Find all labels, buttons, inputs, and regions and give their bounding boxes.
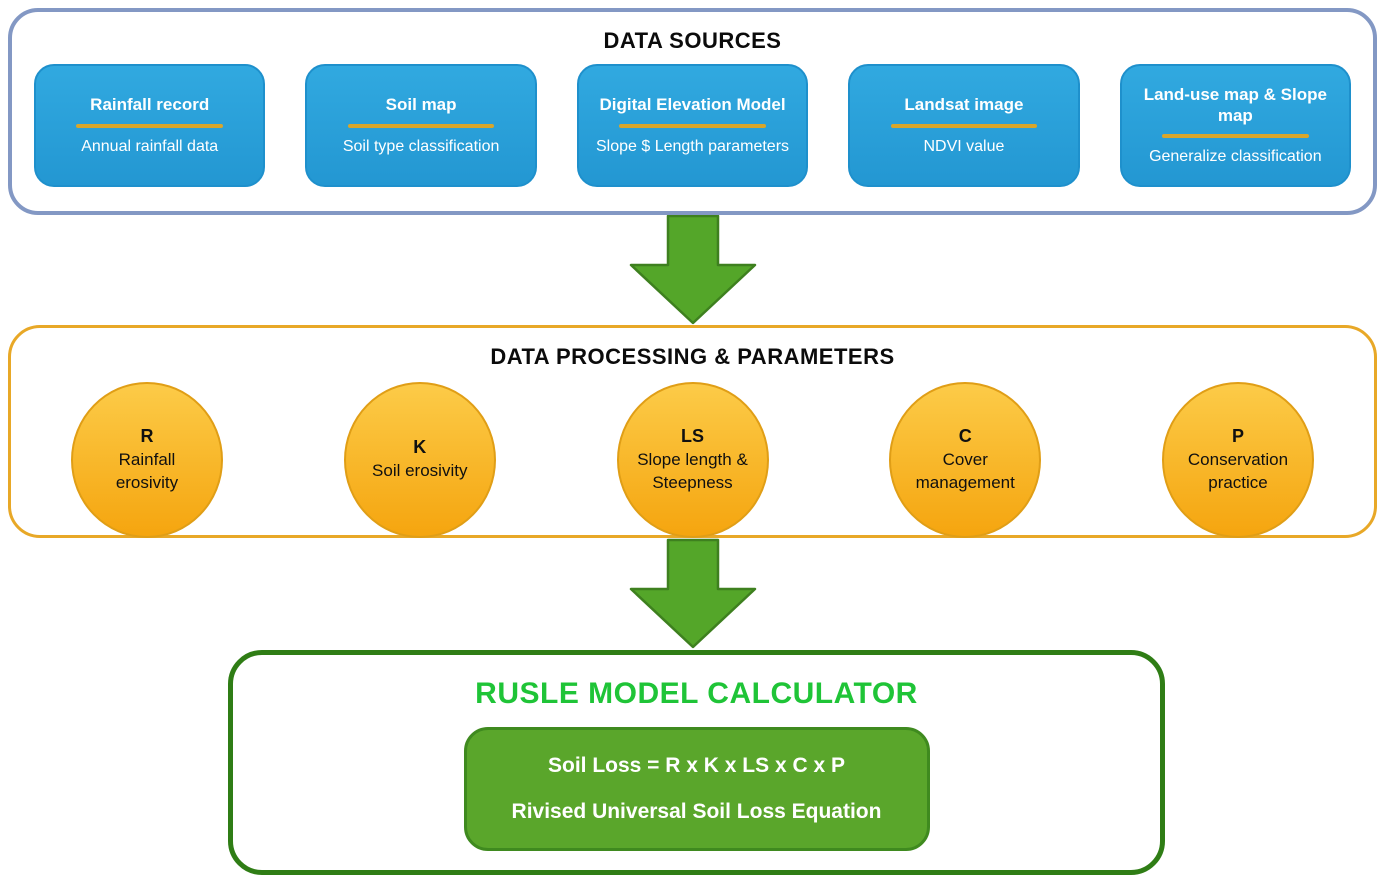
source-box-title: Landsat image <box>904 95 1024 115</box>
param-circle-c: C Cover management <box>889 382 1042 538</box>
gold-divider <box>1162 134 1309 139</box>
parameter-circles-row: R Rainfall erosivity K Soil erosivity LS… <box>11 370 1374 538</box>
param-label: Cover management <box>915 450 1015 492</box>
rusle-calculator-title: RUSLE MODEL CALCULATOR <box>475 677 918 710</box>
param-circle-r: R Rainfall erosivity <box>71 382 223 538</box>
source-box-title: Rainfall record <box>90 95 210 115</box>
data-processing-section: DATA PROCESSING & PARAMETERS R Rainfall … <box>8 325 1377 538</box>
param-symbol: R <box>140 426 154 447</box>
param-label: Slope length & Steepness <box>637 450 748 492</box>
block-down-arrow-icon <box>628 215 758 325</box>
source-box-digital-elevation-model: Digital Elevation Model Slope $ Length p… <box>576 64 809 187</box>
source-box-title: Digital Elevation Model <box>599 95 786 115</box>
param-label: Rainfall erosivity <box>115 450 179 492</box>
source-box-rainfall-record: Rainfall record Annual rainfall data <box>34 64 266 187</box>
gold-divider <box>619 123 766 128</box>
data-processing-title: DATA PROCESSING & PARAMETERS <box>490 344 895 369</box>
param-label: Conservation practice <box>1187 450 1289 492</box>
source-box-soil-map: Soil map Soil type classification <box>305 64 537 187</box>
source-box-land-use-slope-map: Land-use map & Slope map Generalize clas… <box>1119 64 1352 187</box>
param-circle-k: K Soil erosivity <box>343 382 496 538</box>
param-circle-p: P Conservation practice <box>1162 382 1314 538</box>
gold-divider <box>890 123 1038 128</box>
param-circle-ls: LS Slope length & Steepness <box>616 382 769 538</box>
source-box-title: Land-use map & Slope map <box>1143 84 1327 125</box>
source-box-description: Slope $ Length parameters <box>596 137 790 155</box>
gold-divider <box>76 123 223 128</box>
param-symbol: P <box>1231 426 1244 447</box>
block-down-arrow-icon <box>628 538 758 650</box>
source-box-description: Annual rainfall data <box>81 137 219 155</box>
source-box-title: Soil map <box>385 95 457 115</box>
data-sources-row: Rainfall record Annual rainfall data Soi… <box>12 54 1373 187</box>
soil-loss-formula: Soil Loss = R x K x LS x C x P <box>547 754 845 777</box>
source-box-description: Generalize classification <box>1149 148 1322 166</box>
rusle-calculator-section: RUSLE MODEL CALCULATOR Soil Loss = R x K… <box>228 650 1165 875</box>
equation-subtitle: Rivised Universal Soil Loss Equation <box>511 800 882 823</box>
gold-divider <box>347 123 495 128</box>
param-symbol: K <box>413 437 427 458</box>
data-sources-section: DATA SOURCES Rainfall record Annual rain… <box>8 8 1377 215</box>
source-box-description: Soil type classification <box>342 137 500 155</box>
source-box-description: NDVI value <box>923 137 1005 155</box>
param-symbol: LS <box>680 426 704 447</box>
source-box-landsat-image: Landsat image NDVI value <box>848 64 1080 187</box>
soil-loss-formula-box: Soil Loss = R x K x LS x C x P Rivised U… <box>463 727 930 851</box>
data-sources-title: DATA SOURCES <box>603 28 782 53</box>
param-label: Soil erosivity <box>372 461 468 481</box>
param-symbol: C <box>958 426 972 447</box>
